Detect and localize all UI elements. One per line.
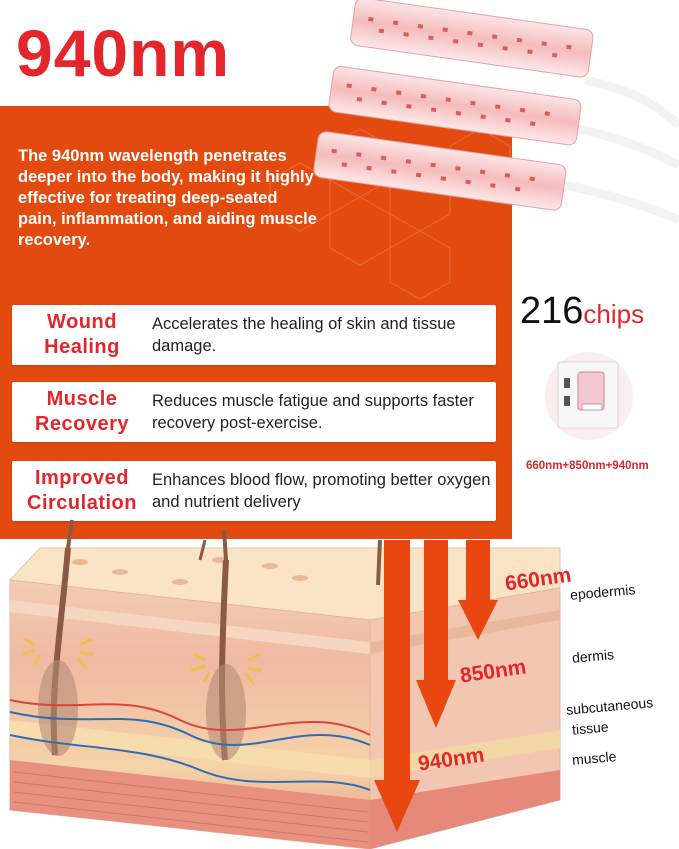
- wavelength-mix-label: 660nm+850nm+940nm: [526, 460, 649, 472]
- wavelength-label-940: 940nm: [416, 743, 486, 776]
- benefit-title-line1: Muscle: [46, 388, 118, 410]
- benefit-title-line2: Healing: [44, 336, 120, 358]
- layer-label-muscle: muscle: [571, 748, 617, 768]
- benefit-title-line2: Recovery: [34, 413, 130, 435]
- benefit-title-line1: Improved: [34, 467, 129, 489]
- chips-word: chips: [583, 299, 645, 329]
- chips-count: 216chips: [520, 292, 644, 330]
- wavelength-label-660: 660nm: [503, 563, 573, 596]
- led-lamp-illustration: [313, 0, 679, 225]
- benefit-title-line2: Circulation: [27, 492, 137, 514]
- led-chip-image: [545, 352, 633, 440]
- benefit-title-line1: Wound: [47, 311, 117, 333]
- layer-label-tissue: tissue: [571, 718, 610, 738]
- layer-label-dermis: dermis: [571, 646, 615, 666]
- intro-text: The 940nm wavelength penetrates deeper i…: [18, 147, 317, 249]
- wavelength-label-850: 850nm: [458, 655, 528, 688]
- layer-label-epidermis: epodermis: [569, 581, 636, 603]
- layer-label-subcutaneous: subcutaneous: [565, 694, 654, 718]
- headline: 940nm: [16, 16, 231, 90]
- chips-number: 216: [520, 290, 584, 332]
- benefit-description: Enhances blood flow, promoting better ox…: [152, 471, 491, 511]
- benefit-description: Accelerates the healing of skin and tiss…: [152, 315, 456, 355]
- benefit-description: Reduces muscle fatigue and supports fast…: [152, 392, 474, 432]
